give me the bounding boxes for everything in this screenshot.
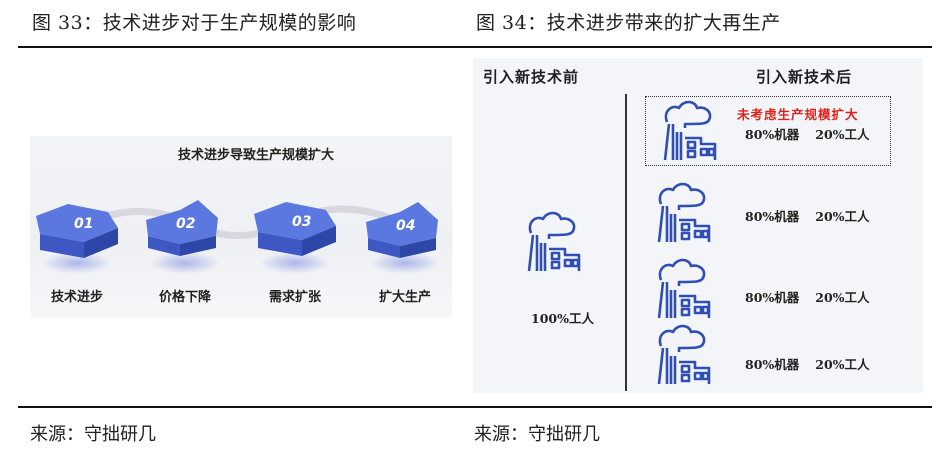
machines-share: 80%机器 (745, 209, 800, 224)
factory-icon (657, 258, 711, 319)
step-glow (42, 252, 112, 274)
step-block-icon: 04 (366, 202, 438, 258)
step-glow (150, 252, 220, 274)
step-3-label: 需求扩张 (268, 290, 321, 305)
step-2-label: 价格下降 (158, 290, 211, 305)
svg-text:04: 04 (396, 218, 415, 234)
step-glow (260, 252, 330, 274)
figure-33-source: 来源：守拙研几 (30, 424, 156, 445)
process-connector (88, 205, 402, 239)
after-heading: 引入新技术后 (756, 68, 853, 86)
top-rule-right (474, 46, 932, 48)
workers-share: 20%工人 (815, 127, 870, 142)
factory-icon (657, 324, 711, 385)
step-1: 01 (32, 194, 122, 274)
svg-text:01: 01 (74, 216, 93, 232)
top-rule-left (18, 46, 474, 48)
before-label: 100%工人 (531, 311, 594, 326)
machines-share: 80%机器 (745, 290, 800, 305)
bottom-rule-left (18, 406, 474, 408)
workers-share: 20%工人 (815, 209, 870, 224)
highlight-box (645, 96, 891, 166)
diagram-heading: 技术进步导致生产规模扩大 (177, 148, 334, 163)
after-row-1: 80%机器 20%工人 (745, 124, 870, 143)
workers-share: 20%工人 (815, 357, 870, 372)
step-2: 02 (140, 194, 230, 274)
after-row-4: 80%机器 20%工人 (745, 354, 870, 373)
step-glow (370, 252, 440, 274)
workers-share: 20%工人 (815, 290, 870, 305)
figure-34-diagram: 引入新技术前 引入新技术后 100%工人 未考虑生产规模扩大 80%机器 20%工… (473, 58, 923, 393)
factory-icon (527, 211, 581, 272)
before-after-divider (625, 94, 627, 391)
step-3: 03 (250, 194, 340, 274)
machines-share: 80%机器 (745, 357, 800, 372)
figure-34-source: 来源：守拙研几 (474, 424, 600, 445)
svg-text:03: 03 (292, 214, 311, 230)
machines-share: 80%机器 (745, 127, 800, 142)
step-block-icon: 01 (36, 204, 118, 258)
factory-icon (663, 100, 717, 161)
highlight-note: 未考虑生产规模扩大 (737, 107, 859, 122)
factory-icon (657, 182, 711, 243)
step-1-label: 技术进步 (50, 290, 103, 305)
svg-text:02: 02 (176, 216, 195, 232)
step-4-label: 扩大生产 (378, 290, 431, 305)
figure-33-title: 图 33：技术进步对于生产规模的影响 (32, 12, 357, 34)
after-row-2: 80%机器 20%工人 (745, 206, 870, 225)
step-block-icon: 02 (146, 200, 218, 256)
bottom-rule-right (474, 406, 932, 408)
step-block-icon: 03 (254, 202, 336, 256)
figure-34-title: 图 34：技术进步带来的扩大再生产 (476, 12, 781, 34)
figure-33-diagram: 技术进步导致生产规模扩大 01 技术进步 02 价格下降 03 (30, 136, 452, 318)
step-4: 04 (360, 194, 450, 274)
after-row-3: 80%机器 20%工人 (745, 287, 870, 306)
before-heading: 引入新技术前 (483, 68, 580, 86)
